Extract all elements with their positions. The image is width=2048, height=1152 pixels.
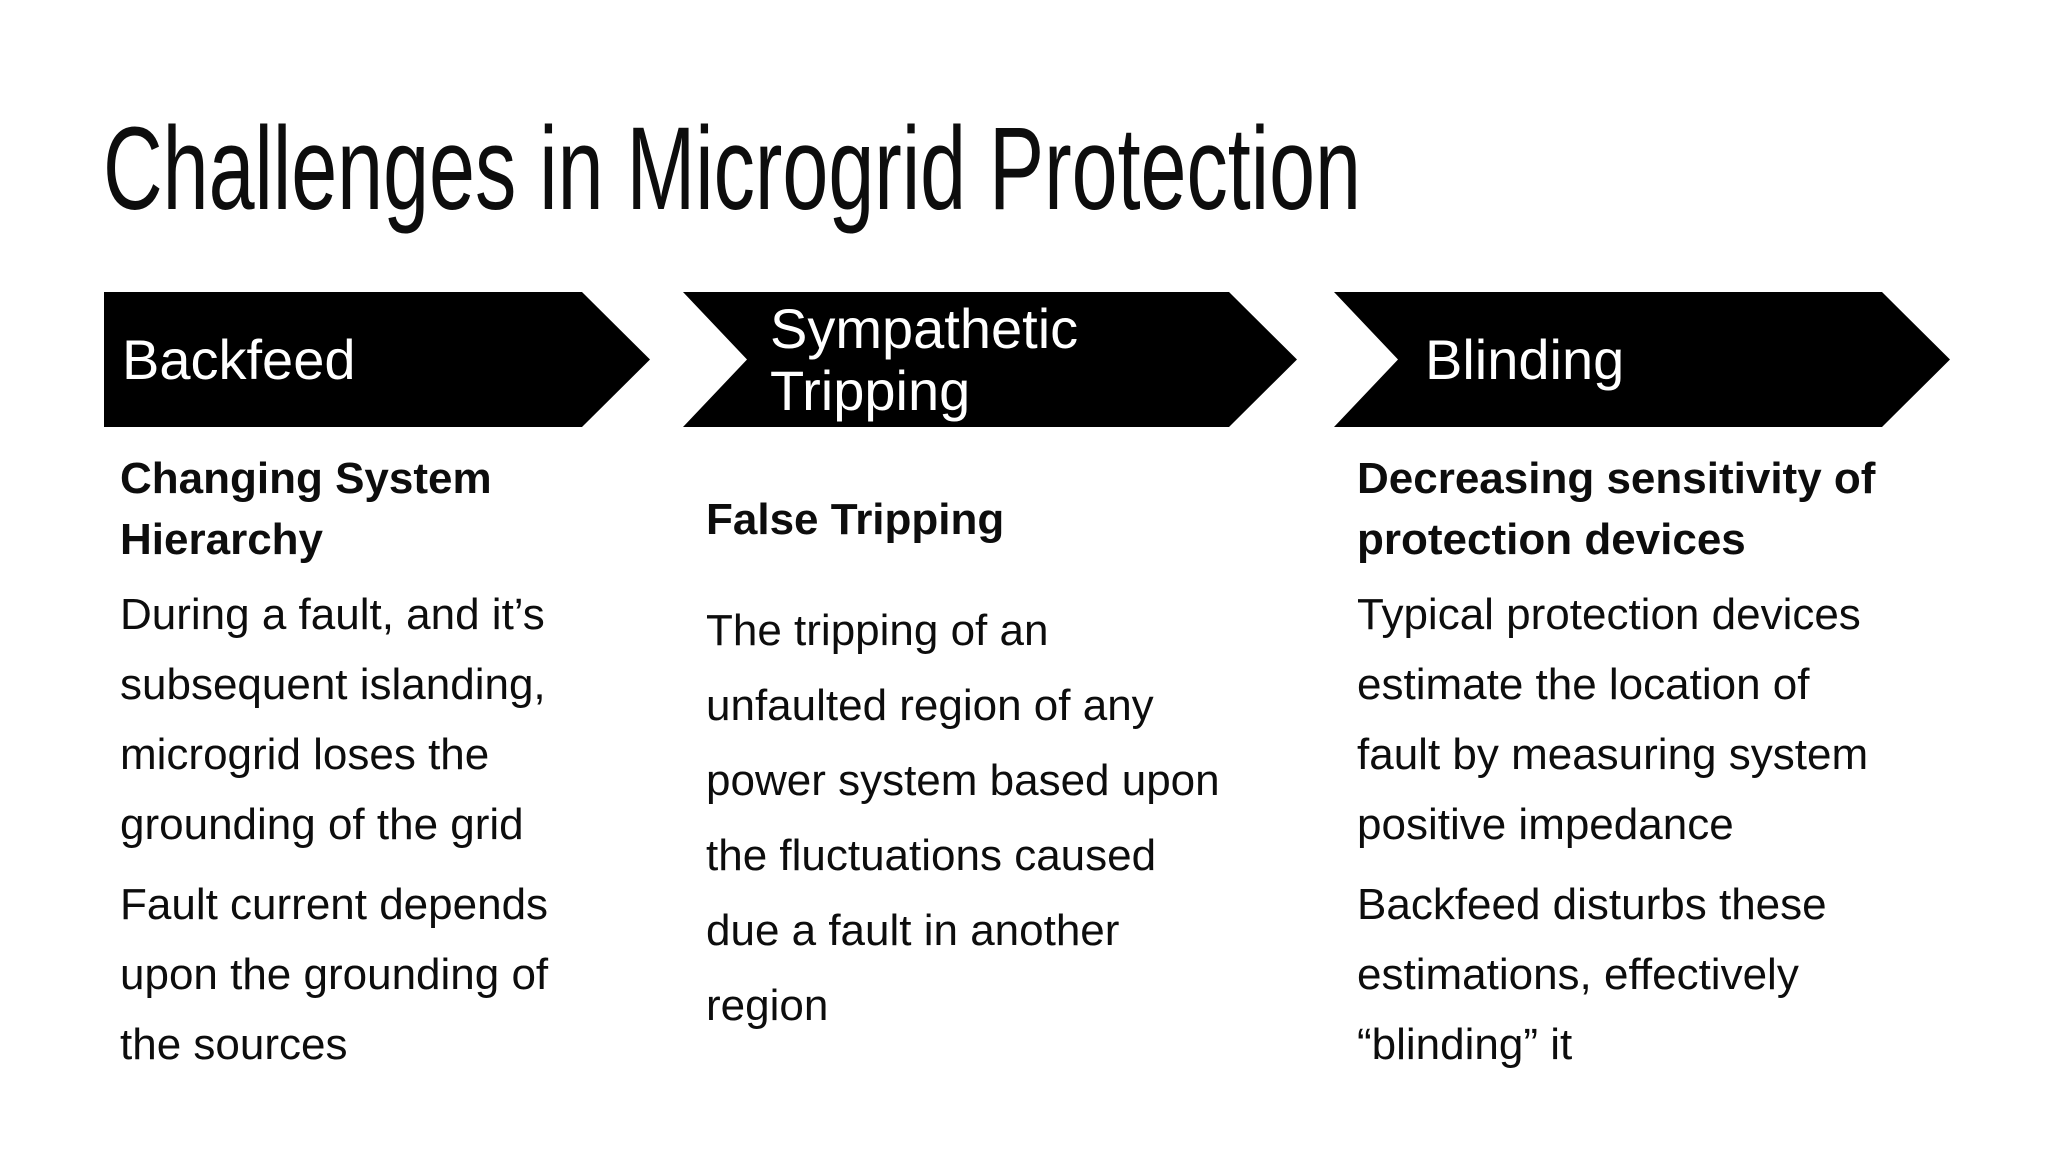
process-arrow-backfeed: Backfeed: [104, 292, 650, 427]
column-backfeed-heading: Changing System Hierarchy: [120, 454, 492, 564]
column-blinding: Decreasing sensitivity of protection dev…: [1357, 448, 1957, 1090]
process-arrow-blinding: Blinding: [1334, 292, 1950, 427]
column-blinding-heading: Decreasing sensitivity of protection dev…: [1357, 454, 1876, 564]
arrow-label-sympathetic-tripping: Sympathetic Tripping: [770, 296, 1079, 422]
column-sympathetic-tripping: False Tripping The tripping of an unfaul…: [706, 448, 1306, 1053]
column-backfeed-paragraph-1: During a fault, and it’s subsequent isla…: [120, 590, 546, 849]
slide-title: Challenges in Microgrid Protection: [103, 103, 1361, 235]
column-blinding-paragraph-2: Backfeed disturbs these estimations, eff…: [1357, 880, 1827, 1069]
process-arrow-sympathetic-tripping: Sympathetic Tripping: [683, 292, 1297, 427]
arrow-label-backfeed: Backfeed: [122, 327, 356, 391]
column-backfeed-paragraph-2: Fault current depends upon the grounding…: [120, 880, 549, 1069]
column-sympathetic-tripping-heading: False Tripping: [706, 495, 1005, 544]
column-sympathetic-tripping-paragraph-1: The tripping of an unfaulted region of a…: [706, 606, 1220, 1030]
column-blinding-paragraph-1: Typical protection devices estimate the …: [1357, 590, 1869, 849]
arrow-label-blinding: Blinding: [1425, 327, 1625, 391]
column-backfeed: Changing System Hierarchy During a fault…: [120, 448, 660, 1090]
